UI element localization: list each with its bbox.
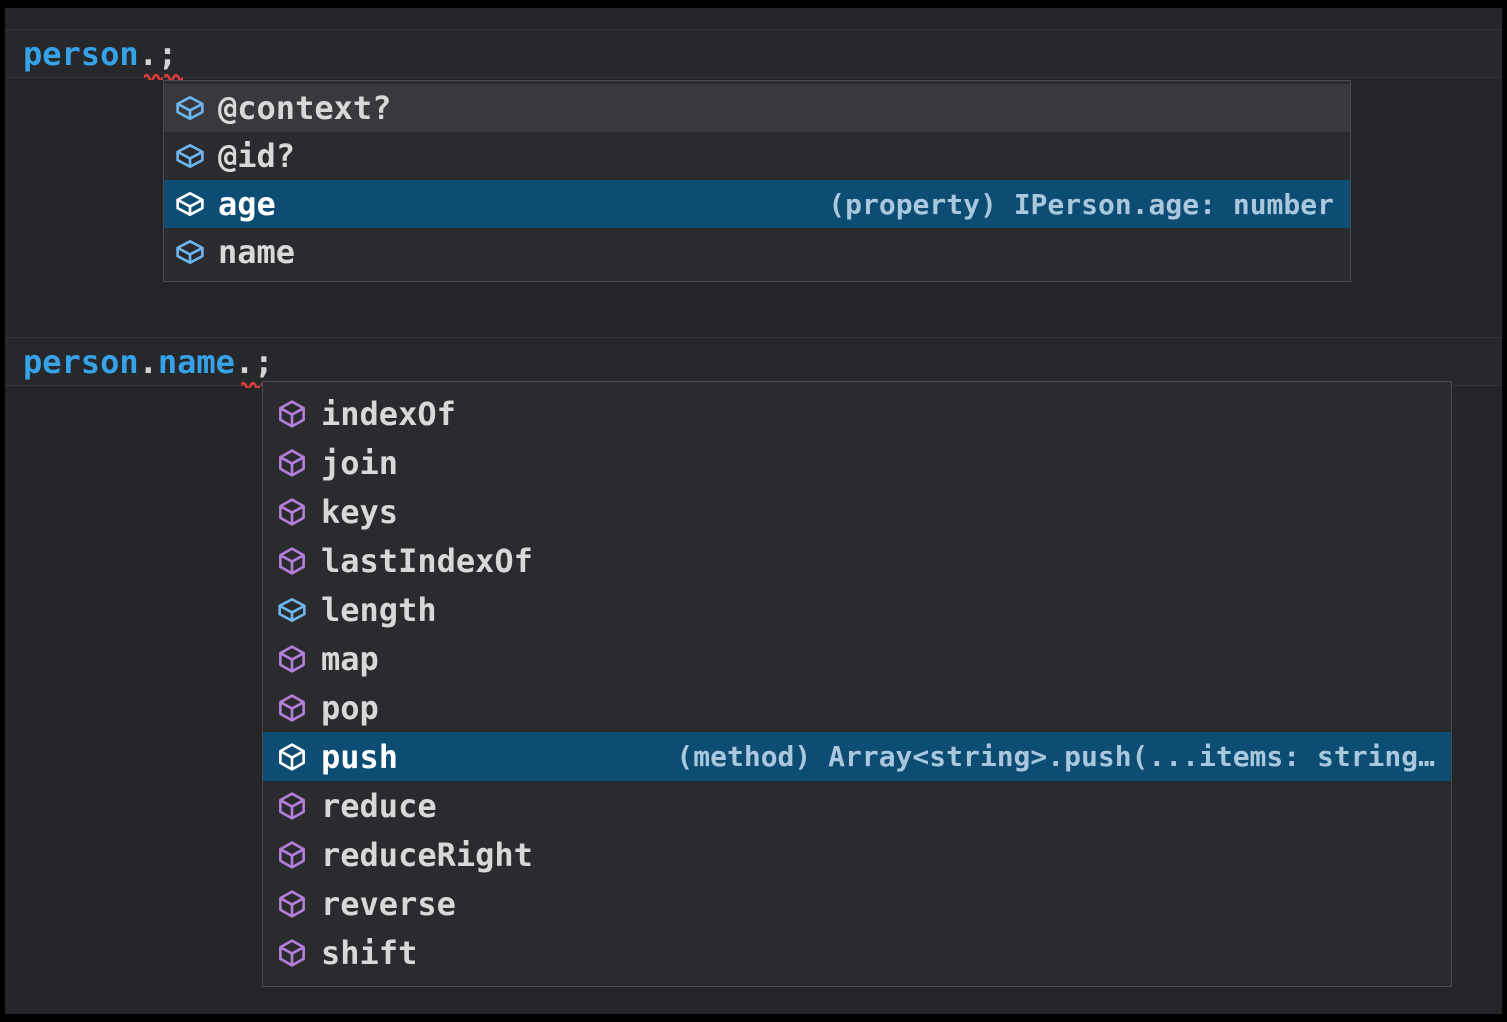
suggestion-item[interactable]: shift: [263, 928, 1451, 977]
code-token: .: [138, 342, 158, 381]
symbol-method-icon: [277, 742, 307, 772]
suggest-widget-2: indexOf join keys lastIndexOf length map pop pu…: [262, 381, 1452, 987]
code-token: person: [23, 342, 139, 381]
suggestion-item[interactable]: lastIndexOf: [263, 536, 1451, 585]
suggestion-item[interactable]: push (method) Array<string>.push(...items…: [263, 732, 1451, 781]
suggestion-label: length: [321, 590, 437, 629]
suggestion-label: push: [321, 737, 399, 776]
symbol-method-icon: [277, 840, 307, 870]
symbol-method-icon: [277, 448, 307, 478]
code-token: .: [234, 342, 255, 381]
code-token: .: [138, 34, 158, 73]
symbol-method-icon: [277, 546, 307, 576]
suggestion-item[interactable]: reduceRight: [263, 830, 1451, 879]
suggestion-detail: (method) Array<string>.push(...items: st…: [676, 740, 1435, 773]
symbol-method-icon: [277, 938, 307, 968]
symbol-field-icon: [175, 93, 205, 123]
symbol-method-icon: [277, 791, 307, 821]
error-squiggle: [241, 381, 260, 388]
code-text-1: person.;: [5, 35, 177, 73]
symbol-field-icon: [175, 189, 205, 219]
suggestion-label: @id?: [218, 137, 296, 175]
suggestion-label: reduce: [321, 786, 437, 825]
suggestion-label: age: [218, 185, 276, 223]
symbol-field-icon: [175, 141, 205, 171]
suggestion-detail: (property) IPerson.age: number: [828, 187, 1334, 221]
suggestion-item[interactable]: indexOf: [263, 389, 1451, 438]
suggestion-label: name: [218, 233, 296, 271]
symbol-method-icon: [277, 497, 307, 527]
suggestion-label: map: [321, 639, 379, 678]
suggestion-label: indexOf: [321, 394, 456, 433]
suggestion-label: keys: [321, 492, 399, 531]
suggestion-item[interactable]: pop: [263, 683, 1451, 732]
suggestion-item[interactable]: map: [263, 634, 1451, 683]
suggest-widget-1: @context? @id? age (property) IPerson.age: …: [163, 80, 1351, 282]
suggestion-label: shift: [321, 933, 418, 972]
suggestion-item[interactable]: name: [164, 228, 1350, 276]
symbol-method-icon: [277, 644, 307, 674]
symbol-field-icon: [175, 237, 205, 267]
suggestion-item[interactable]: @context?: [164, 84, 1350, 132]
symbol-field-icon: [277, 595, 307, 625]
code-token: ;: [157, 34, 178, 73]
suggestion-label: reverse: [321, 884, 456, 923]
suggestion-label: join: [321, 443, 399, 482]
code-token: ;: [254, 342, 274, 381]
code-line-1[interactable]: person.;: [5, 29, 1502, 80]
error-squiggle: [144, 73, 163, 80]
suggestion-item[interactable]: reverse: [263, 879, 1451, 928]
code-token: person: [23, 34, 139, 73]
symbol-method-icon: [277, 399, 307, 429]
suggestion-item[interactable]: keys: [263, 487, 1451, 536]
suggestion-label: pop: [321, 688, 379, 727]
suggestion-label: lastIndexOf: [321, 541, 533, 580]
suggestion-item[interactable]: reduce: [263, 781, 1451, 830]
code-token: name: [157, 342, 235, 381]
symbol-method-icon: [277, 693, 307, 723]
suggestion-item[interactable]: length: [263, 585, 1451, 634]
suggestion-label: @context?: [218, 89, 392, 127]
error-squiggle: [164, 73, 183, 80]
code-text-2: person.name.;: [5, 343, 273, 381]
code-editor[interactable]: person.; @context? @id? age (property) IPer…: [5, 8, 1502, 1014]
code-line-2[interactable]: person.name.;: [5, 337, 1502, 388]
suggestion-item[interactable]: join: [263, 438, 1451, 487]
suggestion-item[interactable]: @id?: [164, 132, 1350, 180]
suggestion-item[interactable]: age (property) IPerson.age: number: [164, 180, 1350, 228]
symbol-method-icon: [277, 889, 307, 919]
suggestion-label: reduceRight: [321, 835, 533, 874]
